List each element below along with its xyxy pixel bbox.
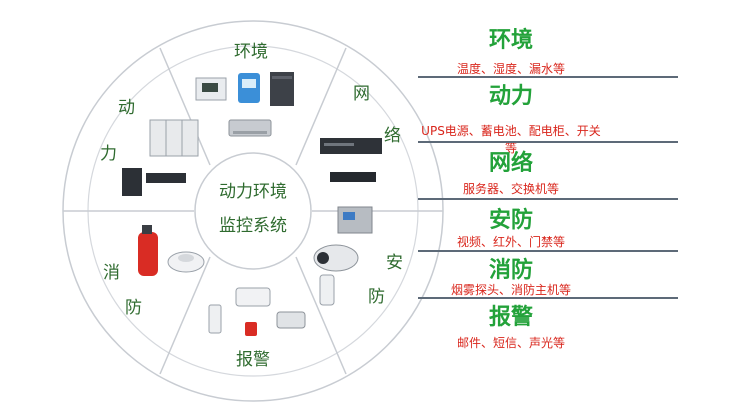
segment-label-power-2: 力	[100, 144, 117, 164]
security-equipment-icon	[313, 206, 373, 306]
network-equipment-icon	[320, 138, 382, 182]
category-desc: 服务器、交换机等	[462, 182, 559, 196]
divider-line	[418, 250, 678, 252]
category-title: 网络	[488, 151, 533, 176]
fire-equipment-icon	[138, 225, 205, 276]
segment-label-network-1: 网	[353, 84, 370, 104]
category-desc: 视频、红外、门禁等	[456, 235, 565, 249]
segment-label-network-2: 络	[384, 126, 401, 146]
center-title-line2: 监控系统	[219, 216, 287, 236]
divider-line	[418, 76, 678, 78]
category-title: 动力	[488, 84, 533, 109]
divider-line	[418, 297, 678, 299]
divider-line	[418, 141, 678, 143]
category-title: 报警	[488, 305, 533, 330]
power-equipment-icon	[122, 119, 199, 196]
segment-label-security-1: 安	[386, 253, 403, 273]
segment-label-alarm: 报警	[236, 350, 270, 370]
divider-line	[418, 198, 678, 200]
segment-label-fire-1: 消	[103, 263, 120, 283]
alarm-equipment-icon	[208, 287, 306, 336]
segment-label-power-1: 动	[118, 98, 135, 118]
center-title-line1: 动力环境	[219, 182, 287, 202]
category-desc: 邮件、短信、声光等	[456, 336, 565, 350]
category-title: 环境	[488, 28, 533, 53]
category-desc: 温度、湿度、漏水等	[456, 62, 565, 76]
category-desc: UPS电源、蓄电池、配电柜、开关等	[421, 124, 601, 155]
category-title: 消防	[488, 258, 533, 283]
segment-label-fire-2: 防	[125, 298, 142, 318]
category-desc: 烟雾探头、消防主机等	[450, 283, 571, 297]
segment-label-security-2: 防	[368, 287, 385, 307]
category-title: 安防	[488, 208, 533, 233]
segment-label-environment: 环境	[234, 42, 268, 62]
environment-sensors-icon	[195, 72, 294, 137]
